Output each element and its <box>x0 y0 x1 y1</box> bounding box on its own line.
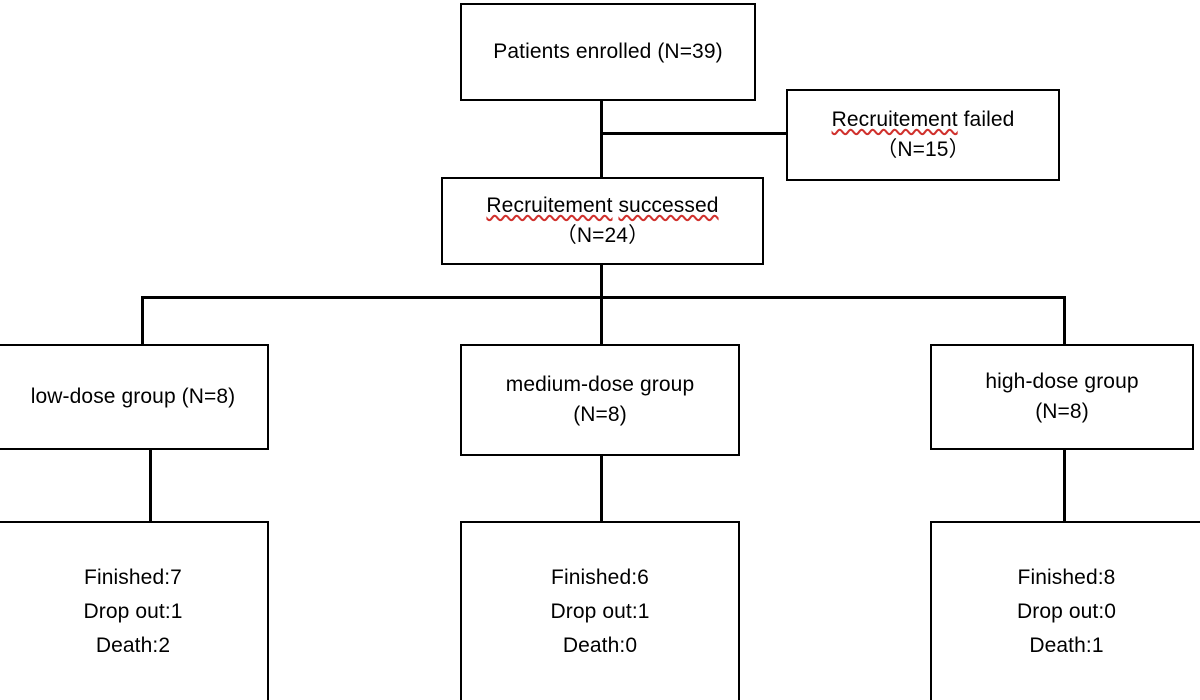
connector-leg-low-dose <box>141 296 144 345</box>
node-recruitment-failed-label-rest: failed <box>957 108 1015 132</box>
node-high-dose-group[interactable]: high-dose group (N=8) <box>930 344 1194 450</box>
node-patients-enrolled[interactable]: Patients enrolled (N=39) <box>460 3 756 101</box>
node-low-dose-group-label: low-dose group (N=8) <box>30 385 236 409</box>
medium-dose-death: Death:0 <box>562 634 638 658</box>
node-recruitment-failed-label: Recruitement failed <box>832 105 1015 135</box>
connector-to-recruitment-failed <box>600 132 787 135</box>
high-dose-finished: Finished:8 <box>1017 566 1116 589</box>
connector-distribution-bar <box>141 296 1066 299</box>
misspelled-recruitement: Recruitement <box>486 194 613 218</box>
connector-medium-dose-to-outcome <box>600 455 603 522</box>
node-recruitment-successed-count: （N=24） <box>555 224 650 247</box>
node-low-dose-outcome[interactable]: Finished:7 Drop out:1 Death:2 <box>0 521 269 700</box>
connector-leg-high-dose <box>1063 296 1066 345</box>
node-recruitment-failed-count: （N=15） <box>876 138 970 161</box>
connector-low-dose-to-outcome <box>149 449 152 522</box>
node-high-dose-group-label: high-dose group <box>985 370 1139 394</box>
misspelled-recruitement: Recruitement <box>831 108 958 132</box>
node-medium-dose-outcome[interactable]: Finished:6 Drop out:1 Death:0 <box>460 521 740 700</box>
low-dose-dropout: Drop out:1 <box>83 600 183 624</box>
high-dose-death: Death:1 <box>1029 634 1104 658</box>
low-dose-death: Death:2 <box>95 634 171 658</box>
node-high-dose-group-count: (N=8) <box>1035 400 1089 423</box>
high-dose-dropout: Drop out:0 <box>1016 600 1117 624</box>
node-high-dose-outcome[interactable]: Finished:8 Drop out:0 Death:1 <box>930 521 1200 700</box>
misspelled-successed: successed <box>618 194 719 218</box>
node-medium-dose-group[interactable]: medium-dose group (N=8) <box>460 344 740 456</box>
node-recruitment-failed[interactable]: Recruitement failed （N=15） <box>786 89 1060 181</box>
node-low-dose-group[interactable]: low-dose group (N=8) <box>0 344 269 450</box>
connector-high-dose-to-outcome <box>1063 449 1066 522</box>
connector-enrolled-trunk <box>600 99 603 179</box>
node-recruitment-successed[interactable]: Recruitement successed （N=24） <box>441 177 764 265</box>
node-medium-dose-group-count: (N=8) <box>573 403 627 426</box>
medium-dose-finished: Finished:6 <box>551 566 649 589</box>
connector-successed-trunk <box>600 264 603 345</box>
node-medium-dose-group-label: medium-dose group <box>505 373 695 397</box>
medium-dose-dropout: Drop out:1 <box>550 600 650 624</box>
node-patients-enrolled-label: Patients enrolled (N=39) <box>493 40 723 64</box>
low-dose-finished: Finished:7 <box>84 566 182 589</box>
node-recruitment-successed-label: Recruitement successed <box>486 191 718 221</box>
